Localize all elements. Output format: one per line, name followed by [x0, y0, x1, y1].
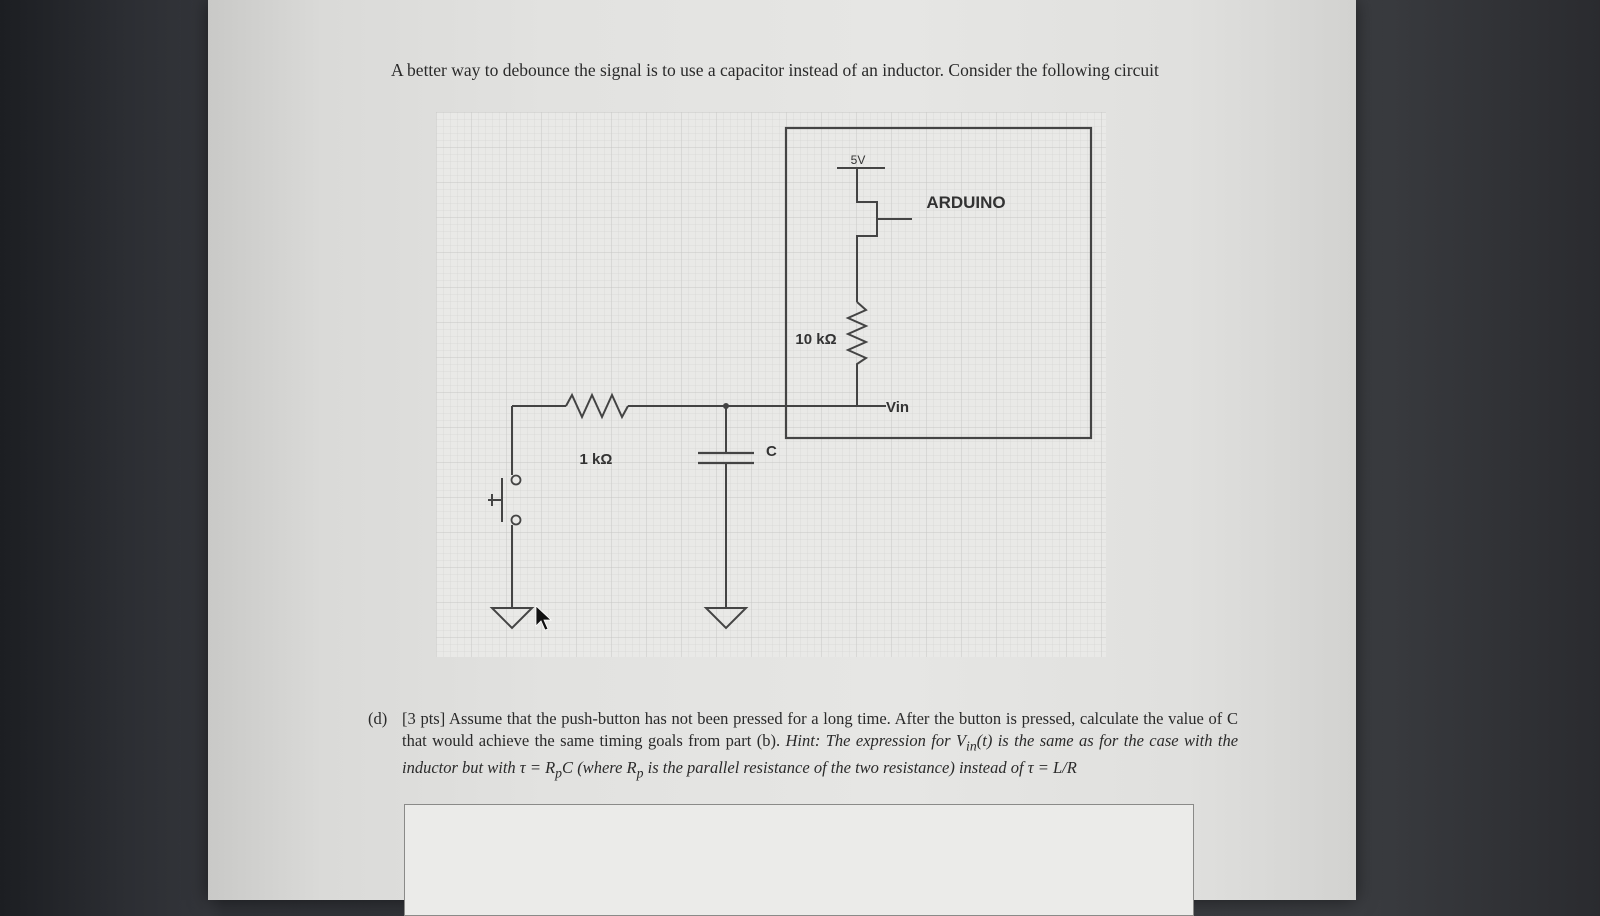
intro-text: A better way to debounce the signal is t… — [391, 60, 1159, 80]
pullup-label: 10 kΩ — [795, 331, 836, 348]
vin-label: Vin — [886, 399, 909, 416]
answer-input[interactable] — [404, 804, 1194, 916]
question-points: [3 pts] — [402, 709, 446, 728]
document-page: A better way to debounce the signal is t… — [208, 0, 1356, 916]
tau-inductor-expression: τ = L/R — [1027, 758, 1077, 778]
hint-text-1: The expression for — [825, 731, 951, 750]
hint-label: Hint: — [785, 731, 821, 750]
rp-expression: Rp — [626, 758, 644, 781]
mouse-cursor-icon — [535, 605, 553, 631]
hint-text-4: is the parallel resistance of the two re… — [647, 758, 1024, 778]
circuit-figure: ARDUINO 5V 10 kΩ Vin 1 kΩ C — [436, 112, 1116, 677]
ground-icon — [489, 607, 535, 630]
button-contact-bottom — [510, 514, 522, 526]
question-label: (d) — [368, 709, 388, 728]
arduino-box — [784, 126, 1093, 440]
question-text: Assume that the push-button has not been… — [402, 709, 1239, 750]
question-body: [3 pts] Assume that the push-button has … — [402, 708, 1238, 785]
hint-text-3: (where — [577, 758, 623, 778]
grid-lines — [436, 112, 1106, 657]
arduino-label: ARDUINO — [926, 193, 1005, 212]
button-contact-top — [510, 474, 522, 486]
question-d: (d) [3 pts] Assume that the push-button … — [368, 708, 1238, 785]
hint-text-2: is the same as for the case with the ind… — [402, 731, 1239, 778]
series-resistor — [565, 392, 629, 420]
tau-expression: τ = RpC — [519, 758, 574, 781]
circuit-diagram: ARDUINO 5V 10 kΩ Vin 1 kΩ C — [436, 112, 1106, 657]
series-resistor-label: 1 kΩ — [580, 451, 613, 468]
vin-expression: Vin(t) — [955, 731, 993, 754]
pullup-resistor — [845, 301, 869, 406]
capacitor-label: C — [766, 443, 777, 460]
supply-label: 5V — [851, 153, 866, 167]
ground-icon — [703, 607, 749, 630]
